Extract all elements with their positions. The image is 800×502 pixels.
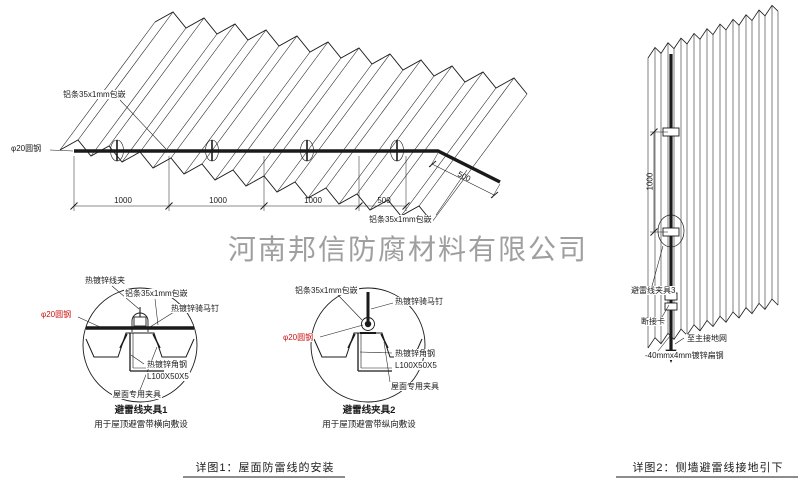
dim-wall-1000: 1000 [645, 172, 655, 191]
label-flat-steel: -40mmx4mm镀锌扁钢 [644, 351, 725, 361]
dim-roof-1000-2: 1000 [209, 196, 227, 205]
label-d2-angle-spec: L100X50X5 [394, 361, 438, 371]
lightning-belt-cable [74, 139, 501, 184]
figure2-caption: 详图2：侧墙避雷线接地引下 [632, 462, 784, 474]
label-wall-clamp3: 避雷线夹具3 [630, 286, 677, 296]
label-to-ground-grid: 至主接地网 [686, 334, 728, 344]
label-d1-strip: 铝条35x1mm包嵌 [124, 289, 189, 299]
detail1-title: 避雷线夹具1 [114, 405, 168, 416]
label-d2-strip: 铝条35x1mm包嵌 [294, 286, 359, 296]
label-d2-angle-steel: 热镀锌角钢 [394, 349, 436, 359]
roof-dimensions [70, 152, 501, 211]
label-d2-saddle-nail: 热镀锌骑马钉 [394, 297, 444, 307]
label-d1-angle-steel: 热镀锌角钢 [146, 360, 188, 370]
label-d1-roof-clamp: 屋面专用夹具 [112, 390, 162, 400]
wall-corrugated-drawing [647, 4, 779, 349]
detail2-subtitle: 用于屋顶避雷带纵向敷设 [322, 419, 416, 429]
detail2-title: 避雷线夹具2 [342, 405, 396, 416]
wall-dimension [650, 128, 668, 236]
down-conductor-drawing [657, 54, 685, 364]
label-d1-saddle-nail: 热镀锌骑马钉 [170, 304, 220, 314]
label-d2-roof-clamp: 屋面专用夹具 [390, 382, 440, 392]
label-round-steel-roof: φ20圆钢 [10, 144, 43, 154]
label-aluminum-strip-right: 铝条35x1mm包嵌 [368, 215, 433, 225]
dim-roof-1000-1: 1000 [114, 196, 132, 205]
detail1-subtitle: 用于屋顶避雷带横向敷设 [94, 419, 188, 429]
roof-leaders [49, 99, 468, 216]
label-d1-round-steel: φ20圆钢 [40, 310, 73, 320]
company-watermark: 河南邦信防腐材料有限公司 [228, 235, 589, 266]
label-d1-wire-clamp: 热镀锌线夹 [84, 276, 126, 286]
roof-isometric-drawing [59, 11, 528, 223]
wall-leaders [651, 245, 685, 352]
dim-roof-1000-3: 1000 [304, 196, 322, 205]
detail1-clamp-drawing [82, 287, 198, 403]
label-d1-angle-spec: L100X50X5 [146, 372, 190, 382]
label-disconnect-card: 断接卡 [640, 317, 666, 327]
detail2-leaders [319, 294, 394, 383]
label-aluminum-strip-top: 铝条35x1mm包嵌 [62, 90, 127, 100]
dim-roof-500: 500 [377, 196, 391, 205]
figure1-caption: 详图1：屋面防雷线的安装 [195, 462, 335, 474]
label-d2-round-steel: φ20圆钢 [282, 333, 315, 343]
